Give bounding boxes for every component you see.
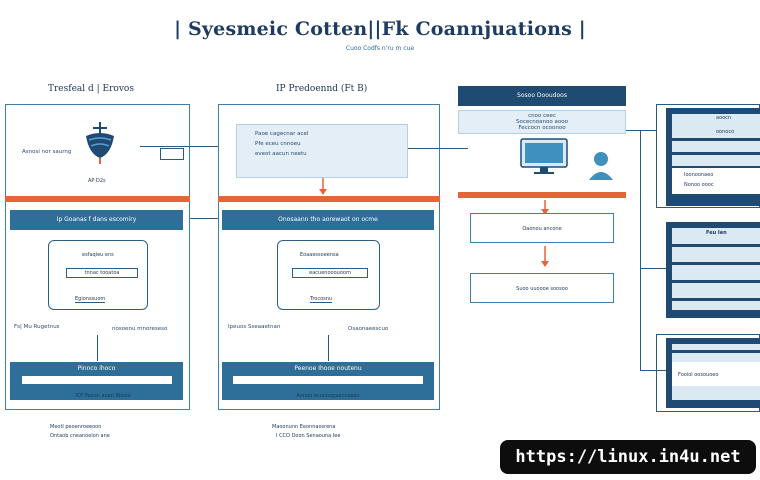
column2-orange-divider (218, 196, 440, 202)
column2-card-line2: Trocosnu (310, 296, 333, 303)
column4-card1-row (672, 152, 760, 155)
column4-card3-row (672, 350, 760, 353)
ship-icon (83, 120, 117, 164)
column2-footer-left: Ipeuos Sseaaetnan (228, 324, 281, 330)
column2-header: IP Predoennd (Ft B) (276, 84, 368, 94)
column1-connector (97, 335, 98, 361)
column2-caption-line1: Maoonunn Eeonnaosrena (272, 424, 336, 430)
column4-card2-row (672, 280, 760, 283)
diagram-subtitle: Cuoo Codfs n'ru m cue (345, 45, 415, 52)
column2-bottom-bar: Peenoe Ihooe noutenu (222, 362, 434, 400)
column2-top-line3: eveot aacun neetu (255, 151, 307, 157)
arrow-down-icon-2 (540, 200, 550, 216)
plug-icon (160, 148, 184, 160)
column4-card2-row (672, 262, 760, 265)
arrow-down-icon (318, 178, 328, 196)
column2-bottom-line: Annoo ecunoogaancoeen (296, 393, 360, 399)
connector-3-4a (626, 130, 656, 131)
connector-3-4-vertical (640, 130, 641, 370)
column1-side-label: Asnosi nor saurng (22, 149, 72, 155)
column1-bottom-field (21, 376, 172, 384)
column1-caption-line2: Ontaob cneanoelon ane (50, 433, 110, 439)
column4-card1-line3: Ioonoonaeo (684, 172, 714, 178)
column3-box2 (470, 273, 614, 303)
watermark-url: https://linux.in4u.net (500, 440, 756, 474)
column1-bottom-line: ICF Peoon aoen Wcolo (75, 393, 131, 399)
column4-card2-title: Feu Ien (706, 230, 727, 236)
column1-footer-right: nosoenu mnoreseso (112, 326, 168, 332)
user-icon (588, 150, 614, 180)
column1-card-title: esfaqieu ens (82, 252, 114, 258)
column1-inner-card (48, 240, 148, 310)
connector-1-2-top (140, 146, 235, 147)
arrow-down-icon-3 (540, 246, 550, 268)
column2-top-line1: Paoe cagecnar acel (255, 131, 309, 137)
column1-card-line2: Egionssuom (75, 296, 106, 303)
column1-bar: Ip Goanas f dans escomiry (10, 210, 183, 230)
column3-header-bar: Sosoo Dooudoos (458, 86, 626, 106)
column3-box1 (470, 213, 614, 243)
column4-card2-grid (672, 228, 760, 310)
column4-card3-field (672, 362, 760, 386)
column1-caption-line1: Meotl peoenroeeoon (50, 424, 102, 430)
column3-band-line1: cnoo ceec (528, 113, 556, 119)
column4-card1-line2: oonoco (716, 129, 735, 135)
connector-2-3 (408, 148, 468, 149)
column2-top-line2: Pfe eceu cnnoeu (255, 141, 301, 147)
column1-icon-caption: AP D2s (88, 178, 106, 184)
column3-box1-label: Oaonou ancone (522, 226, 562, 232)
column2-inner-card (277, 240, 380, 310)
column2-bottom-field (233, 376, 423, 384)
column3-box2-label: Suoo uuoooe soosoo (516, 286, 568, 292)
column2-caption-line2: I CCO Doon Senaouna Iee (276, 433, 341, 439)
connector-3-4c (640, 370, 666, 371)
column4-card1-row (672, 138, 760, 141)
column2-card-line1: eacuenooouoom (292, 268, 368, 278)
column3-band-line3: Feccocn ocoonoo (518, 125, 566, 131)
column2-bar: Onosaann tho aorewaot on ocme (222, 210, 434, 230)
column4-card1-line4: Nonoo oooc (684, 182, 714, 188)
column1-bottom-bar-label: Pinnco ihoco (77, 365, 116, 372)
column2-card-title: Eoaaessoeensa (300, 252, 339, 258)
column3-band: cnoo ceec Socecnoanoo aooo Feccocn ocoon… (458, 110, 626, 134)
column1-card-line1: tnnac tooatoa (66, 268, 138, 278)
column3-band-line2: Socecnoanoo aooo (516, 119, 568, 125)
connector-1-2-mid (190, 218, 218, 219)
column1-orange-divider (5, 196, 190, 202)
column2-footer-right: Osaonaeescuo (348, 326, 389, 332)
column1-bottom-bar: Pinnco ihoco (10, 362, 183, 400)
diagram-title: | Syesmeic Cotten||Fk Coannjuations | (174, 18, 586, 40)
column1-header: Tresfeal d | Erovos (48, 84, 134, 94)
column2-bottom-bar-label: Peenoe Ihooe noutenu (294, 365, 362, 372)
monitor-icon (520, 138, 568, 176)
column4-card2-row (672, 244, 760, 247)
column4-card2-row (672, 298, 760, 301)
column2-top-box: Paoe cagecnar acel Pfe eceu cnnoeu eveot… (236, 124, 408, 178)
column4-card3-line: Fooiol oosouoeo (678, 372, 719, 378)
column2-connector (328, 335, 329, 361)
column4-card1-footer (672, 168, 760, 194)
column4-card1-line1: aoocn (716, 115, 732, 121)
column3-orange-divider (458, 192, 626, 198)
column1-footer-left: Fs| Mu Rugetnus (14, 324, 60, 330)
connector-3-4b (640, 268, 666, 269)
